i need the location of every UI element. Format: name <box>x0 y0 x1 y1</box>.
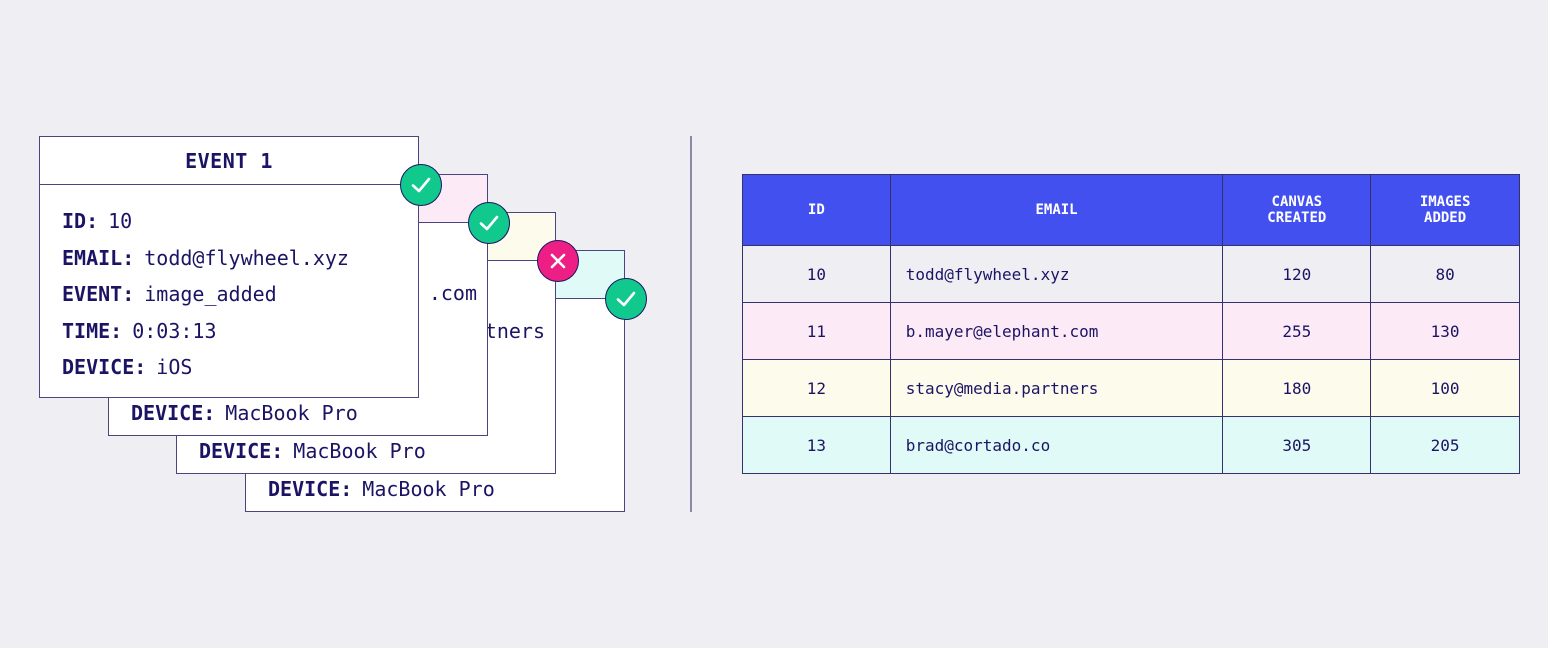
x-icon <box>537 240 579 282</box>
field-value: 0:03:13 <box>132 318 217 343</box>
event-card-3-device-row: DEVICE: MacBook Pro <box>199 433 426 469</box>
field-time: TIME: 0:03:13 <box>62 313 396 350</box>
field-id: ID: 10 <box>62 203 396 240</box>
device-value: MacBook Pro <box>225 401 358 425</box>
event-card-2-device-row: DEVICE: MacBook Pro <box>131 395 358 431</box>
cell-email: brad@cortado.co <box>889 416 1224 474</box>
field-value: iOS <box>156 355 193 379</box>
cell-id: 12 <box>742 359 891 417</box>
cell-id: 10 <box>742 245 891 303</box>
field-value: todd@flywheel.xyz <box>144 245 349 270</box>
table-row: 11 b.mayer@elephant.com 255 130 <box>742 302 1520 360</box>
column-header-email: EMAIL <box>889 174 1224 246</box>
event-card-4-device-row: DEVICE: MacBook Pro <box>268 471 495 507</box>
event-card-2-email-tail: .com <box>428 281 477 305</box>
table-row: 10 todd@flywheel.xyz 120 80 <box>742 245 1520 303</box>
event-card-1: EVENT 1 ID: 10 EMAIL: todd@flywheel.xyz EV… <box>39 136 419 398</box>
cell-canvas-created: 120 <box>1222 245 1372 303</box>
event-card-title: EVENT 1 <box>40 137 418 185</box>
cell-email: b.mayer@elephant.com <box>889 302 1224 360</box>
field-key: ID: <box>62 209 99 233</box>
cell-email: todd@flywheel.xyz <box>889 245 1224 303</box>
field-device: DEVICE: iOS <box>62 349 396 386</box>
device-key: DEVICE: <box>131 401 216 425</box>
field-key: EVENT: <box>62 282 135 306</box>
device-key: DEVICE: <box>268 477 353 501</box>
field-value: 10 <box>108 209 133 233</box>
cell-canvas-created: 255 <box>1222 302 1372 360</box>
check-icon <box>468 202 510 244</box>
table-row: 12 stacy@media.partners 180 100 <box>742 359 1520 417</box>
field-email: EMAIL: todd@flywheel.xyz <box>62 240 396 277</box>
column-header-id: ID <box>742 174 891 246</box>
device-value: MacBook Pro <box>362 477 495 501</box>
field-key: EMAIL: <box>62 245 135 270</box>
field-value: image_added <box>144 282 277 306</box>
cell-images-added: 80 <box>1370 245 1520 303</box>
event-card-body: ID: 10 EMAIL: todd@flywheel.xyz EVENT: imag… <box>40 185 418 386</box>
field-event: EVENT: image_added <box>62 276 396 313</box>
cell-images-added: 130 <box>1370 302 1520 360</box>
table-row: 13 brad@cortado.co 305 205 <box>742 416 1520 474</box>
cell-email: stacy@media.partners <box>889 359 1224 417</box>
cell-canvas-created: 180 <box>1222 359 1372 417</box>
field-key: DEVICE: <box>62 355 147 379</box>
check-icon <box>605 278 647 320</box>
cell-id: 13 <box>742 416 891 474</box>
device-key: DEVICE: <box>199 439 284 463</box>
device-value: MacBook Pro <box>293 439 426 463</box>
cell-canvas-created: 305 <box>1222 416 1372 474</box>
cell-images-added: 205 <box>1370 416 1520 474</box>
field-key: TIME: <box>62 318 123 343</box>
check-icon <box>400 164 442 206</box>
cell-id: 11 <box>742 302 891 360</box>
cell-images-added: 100 <box>1370 359 1520 417</box>
section-divider <box>690 136 692 512</box>
